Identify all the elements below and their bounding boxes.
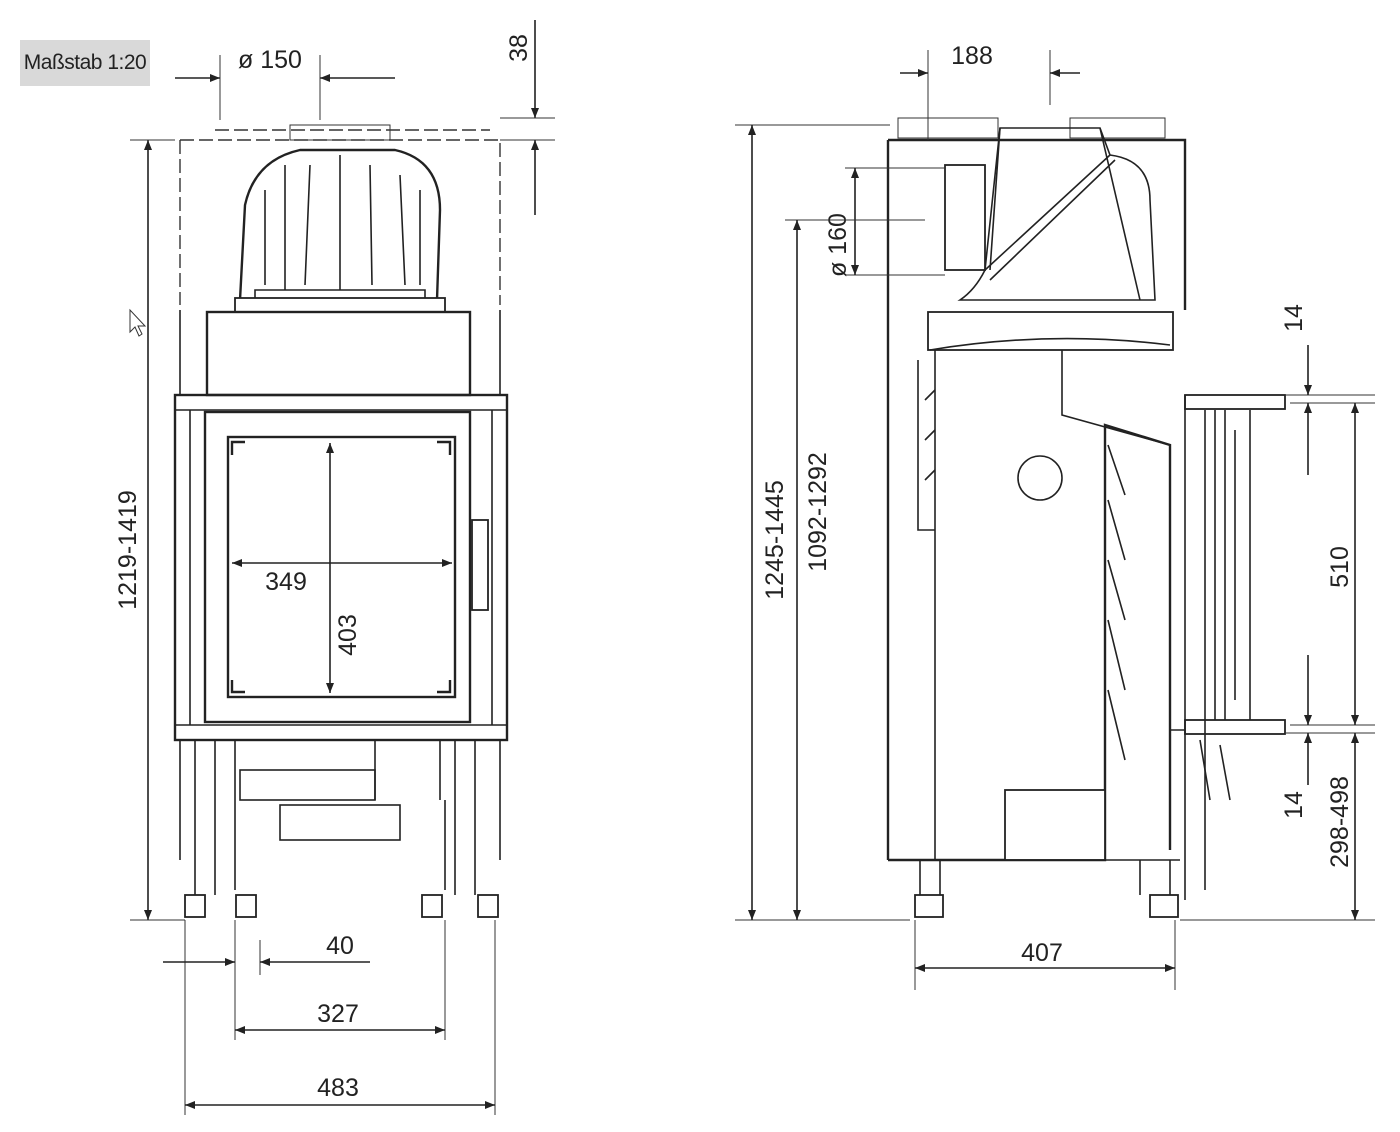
front-total-height-label: 1219-1419	[114, 490, 142, 610]
glass-width-label: 349	[265, 568, 307, 596]
side-view: 188 ø 160 1245-1445 1092-1292 14 510 14 …	[735, 42, 1375, 990]
scale-label: Maßstab 1:20	[20, 40, 150, 86]
leg-offset-label: 40	[326, 932, 354, 960]
door-base-height-label: 298-498	[1326, 776, 1354, 868]
flue-height-label: 1092-1292	[804, 452, 832, 572]
door	[203, 410, 472, 724]
leg-spacing-label: 327	[317, 1000, 359, 1028]
flue-diameter-label: ø 150	[238, 46, 302, 74]
mouse-cursor-icon	[129, 308, 147, 337]
door-handle	[471, 519, 489, 611]
flue-offset-label: 188	[951, 42, 993, 70]
firebox-frame	[173, 393, 509, 742]
front-view: ø 150 38 1219-1419 349 403 40 327 483	[114, 20, 555, 1115]
side-depth-label: 407	[1021, 939, 1063, 967]
door-height-label: 510	[1326, 546, 1354, 588]
glass-panel	[226, 435, 457, 699]
air-inlet-diameter-label: ø 160	[824, 213, 852, 277]
flue-dome	[234, 148, 446, 313]
top-offset-label: 38	[505, 34, 533, 62]
front-total-width-label: 483	[317, 1074, 359, 1102]
legs	[184, 894, 499, 918]
frame-bottom-label: 14	[1280, 791, 1308, 819]
frame-top-label: 14	[1280, 304, 1308, 332]
side-total-height-label: 1245-1445	[761, 480, 789, 600]
glass-height-label: 403	[334, 614, 362, 656]
